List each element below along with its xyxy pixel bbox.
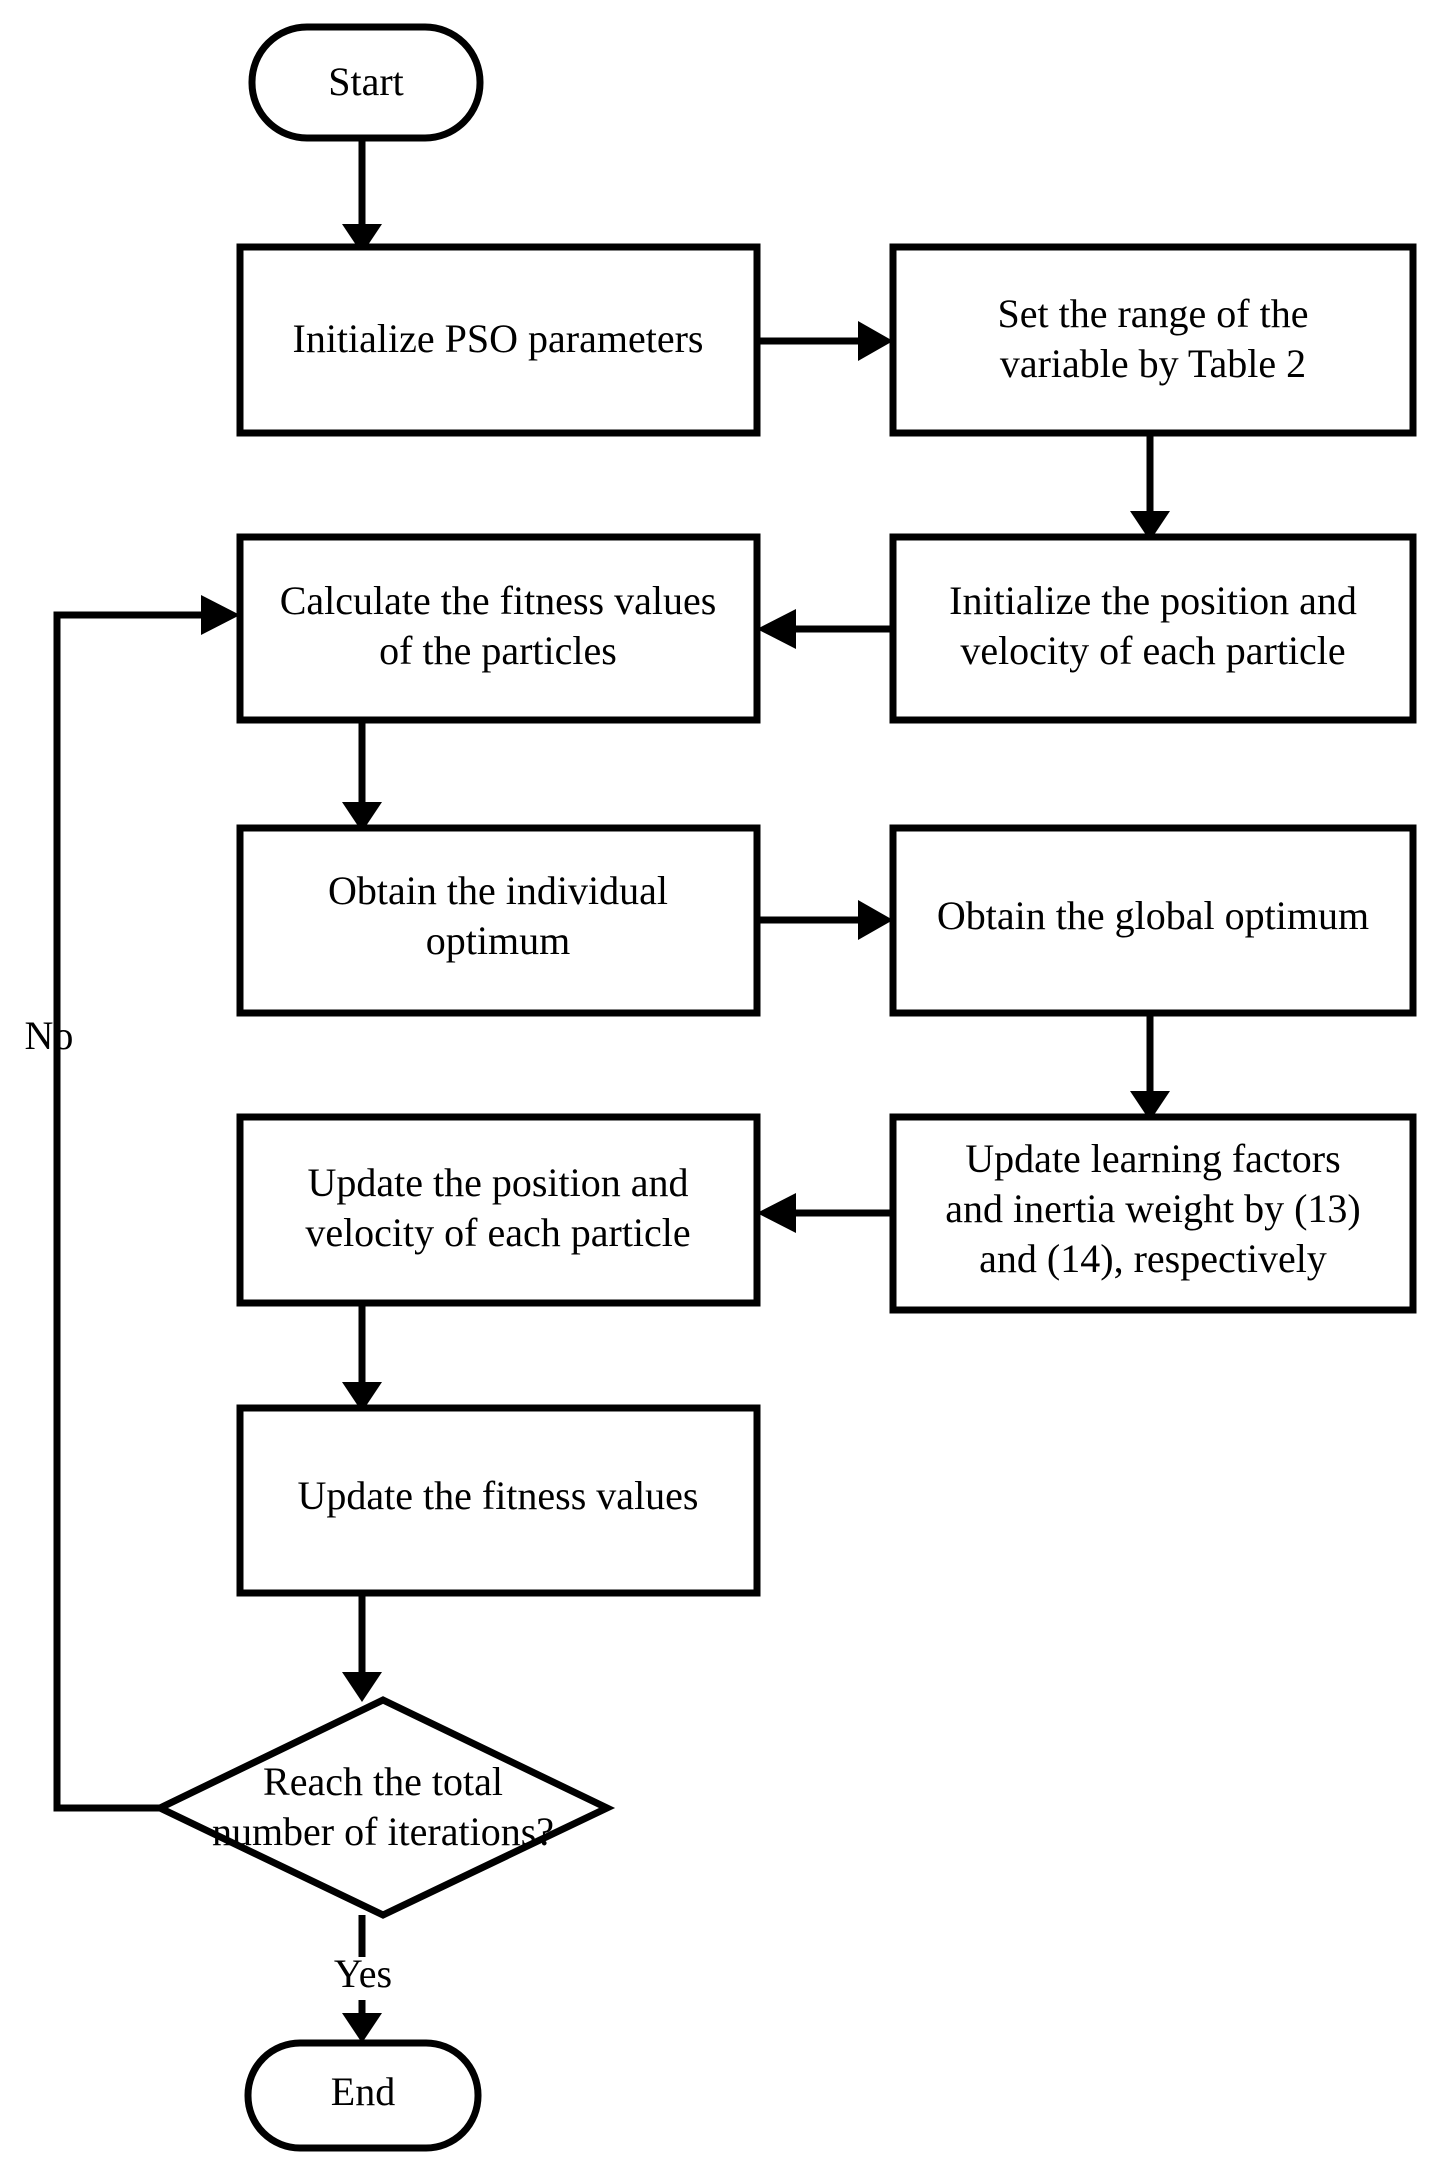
node-obtain-global-optimum-label: Obtain the global optimum: [937, 893, 1369, 938]
node-update-fitness-values-label: Update the fitness values: [298, 1473, 699, 1518]
edge-decision-no-feedback: [53, 595, 240, 1812]
node-start-label: Start: [328, 59, 404, 104]
arrowhead-left: [757, 1193, 796, 1233]
edge-decision-yes-to-end: [342, 1915, 382, 2043]
edge-label-no: No: [25, 1013, 74, 1058]
node-calculate-fitness-values-line1: Calculate the fitness values: [280, 578, 717, 623]
arrowhead-down: [342, 2013, 382, 2043]
edge-obtainglob-to-updatelf: [1130, 1013, 1170, 1121]
edge-init-to-setrange: [757, 321, 893, 361]
node-update-fitness-values[interactable]: Update the fitness values: [236, 1404, 761, 1597]
node-obtain-individual-optimum[interactable]: Obtain the individual optimum: [236, 824, 761, 1017]
edge-label-yes: Yes: [334, 1951, 392, 1996]
node-update-position-velocity-line2: velocity of each particle: [305, 1210, 690, 1255]
edge-updatelf-to-updatepos: [757, 1193, 893, 1233]
node-update-position-velocity[interactable]: Update the position and velocity of each…: [236, 1113, 761, 1307]
node-set-variable-range-line1: Set the range of the: [998, 291, 1309, 336]
node-obtain-individual-optimum-line1: Obtain the individual: [328, 868, 668, 913]
node-initialize-position-velocity[interactable]: Initialize the position and velocity of …: [889, 533, 1417, 724]
arrowhead-left: [757, 609, 796, 649]
edge-updatepos-to-updatefit: [342, 1303, 382, 1412]
edge-obtainind-to-obtainglob: [757, 900, 893, 940]
arrowhead-down: [342, 224, 382, 254]
node-initialize-position-velocity-line2: velocity of each particle: [960, 628, 1345, 673]
edge-initpos-to-calcfit: [757, 609, 893, 649]
node-update-learning-factors-line3: and (14), respectively: [979, 1236, 1327, 1281]
arrowhead-down: [1130, 511, 1170, 541]
node-calculate-fitness-values[interactable]: Calculate the fitness values of the part…: [236, 533, 761, 724]
arrowhead-right: [201, 595, 240, 635]
arrowhead-down: [342, 1382, 382, 1412]
node-end[interactable]: End: [244, 2039, 482, 2152]
node-start[interactable]: Start: [248, 23, 484, 142]
node-update-learning-factors[interactable]: Update learning factors and inertia weig…: [889, 1113, 1417, 1314]
edge-start-to-init: [342, 138, 382, 254]
node-obtain-individual-optimum-line2: optimum: [426, 918, 570, 963]
node-update-learning-factors-line1: Update learning factors: [965, 1136, 1340, 1181]
arrowhead-down: [1130, 1091, 1170, 1121]
node-initialize-pso-parameters-label: Initialize PSO parameters: [293, 316, 704, 361]
node-decision-reach-total-iterations[interactable]: Reach the total number of iterations?: [151, 1696, 616, 1919]
node-decision-line2: number of iterations?: [212, 1809, 554, 1854]
edge-setrange-to-initpos: [1130, 433, 1170, 541]
node-update-learning-factors-line2: and inertia weight by (13): [945, 1186, 1360, 1231]
node-end-label: End: [331, 2069, 395, 2114]
node-decision-line1: Reach the total: [263, 1759, 503, 1804]
node-initialize-position-velocity-line1: Initialize the position and: [949, 578, 1357, 623]
edge-updatefit-to-decision: [342, 1593, 382, 1702]
node-obtain-global-optimum[interactable]: Obtain the global optimum: [889, 824, 1417, 1017]
arrowhead-right: [858, 900, 893, 940]
arrowhead-right: [858, 321, 893, 361]
node-set-variable-range[interactable]: Set the range of the variable by Table 2: [889, 243, 1417, 437]
arrowhead-down: [342, 802, 382, 832]
node-calculate-fitness-values-line2: of the particles: [379, 628, 617, 673]
edge-calcfit-to-obtainind: [342, 720, 382, 832]
node-set-variable-range-line2: variable by Table 2: [1000, 341, 1306, 386]
node-initialize-pso-parameters[interactable]: Initialize PSO parameters: [236, 243, 761, 437]
arrowhead-down: [342, 1672, 382, 1702]
node-update-position-velocity-line1: Update the position and: [307, 1160, 688, 1205]
